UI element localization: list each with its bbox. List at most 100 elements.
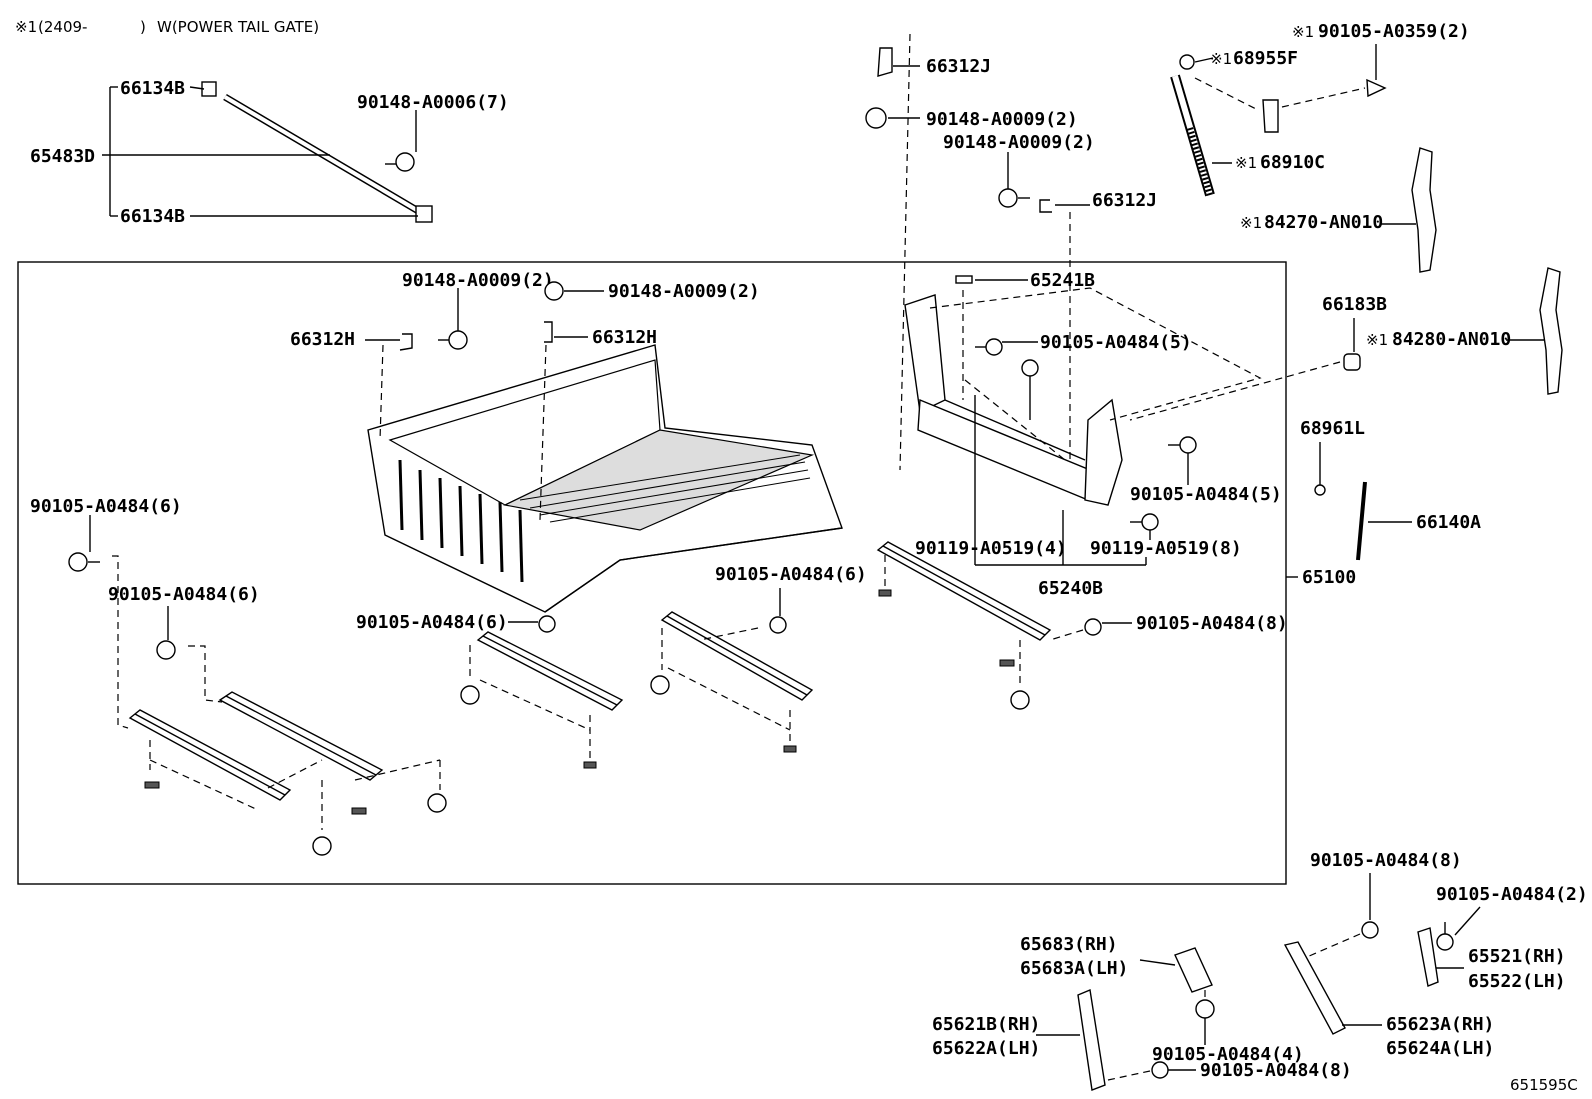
note-symbol-2: ※1 [1210,50,1232,68]
label-90105-A0484-6d: 90105-A0484(6) [715,564,867,585]
bolt-icon [1151,1061,1169,1079]
clip-icon [1039,199,1052,213]
cross-member-1 [128,709,292,801]
label-90105-A0359: 90105-A0359(2) [1318,21,1470,42]
bolt-icon [1141,513,1159,531]
label-68961L: 68961L [1300,418,1365,439]
harness-84280-icon [1539,267,1563,395]
label-90105-A0484-5a: 90105-A0484(5) [1040,332,1192,353]
bolt-icon [1361,921,1379,939]
label-65623A-RH: 65623A(RH) [1386,1014,1494,1035]
figure-code: 651595C [1510,1076,1578,1094]
bolt-icon [68,552,88,572]
bracket-65621B-icon [1077,989,1106,1091]
label-66134B-bottom: 66134B [120,206,185,227]
label-66312J-mid: 66312J [1092,190,1157,211]
label-90148-A0009-d: 90148-A0009(2) [608,281,760,302]
label-65621B-RH: 65621B(RH) [932,1014,1040,1035]
label-90105-A0484-8c: 90105-A0484(8) [1200,1060,1352,1081]
label-84280-AN010: 84280-AN010 [1392,329,1511,350]
clip-icon [544,321,553,343]
note-symbol: ※1 [15,18,37,36]
label-90105-A0484-6a: 90105-A0484(6) [30,496,182,517]
clip-icon [399,333,413,351]
label-90105-A0484-8b: 90105-A0484(8) [1310,850,1462,871]
pin-icon [1314,484,1326,496]
bolt-icon [156,640,176,660]
bumper-icon [1343,353,1361,371]
label-90119-A0519-8: 90119-A0519(8) [1090,538,1242,559]
nut-icon [865,107,887,129]
pad-icon [999,659,1015,667]
bolt-icon [1195,999,1215,1019]
cross-member-4 [660,611,814,701]
note-close: ) [140,18,146,36]
bolt-icon [312,836,332,856]
label-68910C: 68910C [1260,152,1325,173]
label-90105-A0484-6c: 90105-A0484(6) [356,612,508,633]
pad-icon [955,275,973,284]
label-66183B: 66183B [1322,294,1387,315]
label-65240B: 65240B [1038,578,1103,599]
tailgate-frame-icon [904,294,1123,506]
label-90148-A0009-a: 90148-A0009(2) [926,109,1078,130]
nut-icon [544,281,564,301]
label-66134B-top: 66134B [120,78,185,99]
screw-icon [1366,78,1387,98]
label-90148-A0009-c: 90148-A0009(2) [402,270,554,291]
label-65624A-LH: 65624A(LH) [1386,1038,1494,1059]
note-symbol-5: ※1 [1366,331,1388,349]
label-66312H-a: 66312H [290,329,355,350]
note-symbol-1: ※1 [1292,23,1314,41]
bolt-icon [1010,690,1030,710]
bracket-65623A-icon [1283,941,1346,1035]
label-68955F: 68955F [1233,48,1298,69]
nut-icon [448,330,468,350]
note-text: W(POWER TAIL GATE) [157,18,319,36]
note-symbol-3: ※1 [1235,154,1257,172]
label-65683-RH: 65683(RH) [1020,934,1118,955]
bolt-icon [1021,359,1039,377]
note-symbol-4: ※1 [1240,214,1262,232]
label-65100: 65100 [1302,567,1356,588]
label-66312H-b: 66312H [592,327,657,348]
cross-member-2 [218,691,384,781]
label-90119-A0519-4: 90119-A0519(4) [915,538,1067,559]
bolt-icon [998,188,1018,208]
bolt-icon [427,793,447,813]
label-90105-A0484-4: 90105-A0484(4) [1152,1044,1304,1065]
pad-icon [351,807,367,815]
label-65483D: 65483D [30,146,95,167]
bracket-clip-icon [877,47,893,77]
truck-bed-icon [367,344,843,613]
label-90148-A0006: 90148-A0006(7) [357,92,509,113]
bracket-65521-icon [1417,927,1439,987]
bolt-icon [769,616,787,634]
gas-strut-icon [1170,74,1215,197]
bolt-icon [460,685,480,705]
label-65241B: 65241B [1030,270,1095,291]
bolt-icon [650,675,670,695]
note-range: (2409- [38,18,87,36]
bracket-65683-icon [1174,947,1213,993]
pad-icon [783,745,797,753]
cross-member-5 [876,541,1052,641]
bolt-icon [985,338,1003,356]
label-90105-A0484-2: 90105-A0484(2) [1436,884,1588,905]
bolt-icon [1084,618,1102,636]
bolt-icon [395,152,415,172]
pad-icon [878,589,892,597]
label-66140A: 66140A [1416,512,1481,533]
assembly-frame [17,261,1287,885]
bolt-icon [538,615,556,633]
label-65521-RH: 65521(RH) [1468,946,1566,967]
label-90148-A0009-b: 90148-A0009(2) [943,132,1095,153]
pad-icon [144,781,160,789]
bolt-icon [1179,436,1197,454]
label-65522-LH: 65522(LH) [1468,971,1566,992]
clip-icon [415,205,433,223]
label-84270-AN010: 84270-AN010 [1264,212,1383,233]
label-65622A-LH: 65622A(LH) [932,1038,1040,1059]
pad-icon [583,761,597,769]
cross-member-3 [476,631,624,711]
